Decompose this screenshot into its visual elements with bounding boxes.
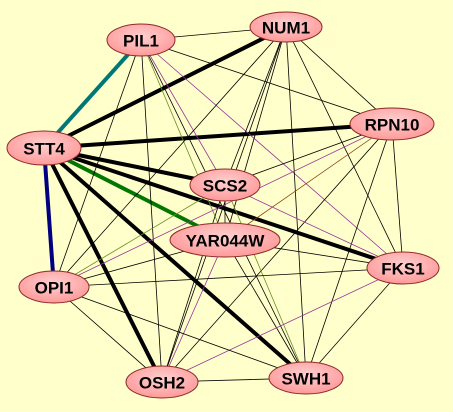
edge-rpn10-osh2	[161, 123, 393, 383]
node-label: STT4	[23, 140, 65, 159]
node-num1[interactable]: NUM1	[249, 11, 323, 43]
node-shape	[106, 23, 176, 57]
edge-num1-osh2	[161, 26, 287, 383]
edge-yar044w-swh1	[224, 239, 307, 379]
edge-rpn10-fks1	[391, 123, 404, 269]
edge-pil1-scs2	[140, 39, 226, 186]
edge-stt4-pil1	[42, 38, 143, 150]
node-label: RPN10	[365, 116, 420, 135]
node-label: PIL1	[123, 32, 159, 51]
edge-stt4-rpn10	[42, 122, 394, 150]
node-swh1[interactable]: SWH1	[268, 361, 344, 395]
node-shape	[249, 11, 323, 43]
edge-num1-swh1	[285, 26, 307, 379]
node-shape	[18, 270, 90, 304]
node-shape	[169, 222, 281, 258]
node-label: FKS1	[381, 260, 424, 279]
edge-stt4-swh1	[42, 146, 308, 380]
node-pil1[interactable]: PIL1	[106, 23, 176, 57]
edge-stt4-yar044w	[42, 146, 227, 242]
edge-rpn10-swh1	[305, 123, 393, 379]
edge-scs2-opi1	[53, 184, 226, 288]
edge-rpn10-opi1	[53, 123, 393, 288]
node-scs2[interactable]: SCS2	[189, 168, 261, 202]
node-label: SWH1	[281, 370, 330, 389]
edge-num1-opi1	[53, 26, 287, 288]
edge-scs2-fks1	[224, 184, 404, 269]
edge-pil1-fks1	[140, 39, 404, 269]
edge-stt4-opi1	[42, 146, 56, 289]
node-osh2[interactable]: OSH2	[125, 365, 199, 399]
node-stt4[interactable]: STT4	[6, 130, 82, 166]
edge-stt4-num1	[42, 25, 288, 150]
edge-scs2-osh2	[161, 184, 226, 383]
edge-fks1-opi1	[53, 267, 404, 288]
edge-opi1-osh2	[53, 286, 163, 383]
node-shape	[366, 251, 440, 285]
node-shape	[349, 107, 435, 141]
edge-fks1-osh2	[161, 267, 404, 383]
edge-num1-yar044w	[224, 26, 287, 241]
node-shape	[268, 361, 344, 395]
edge-num1-fks1	[285, 26, 404, 269]
edge-yar044w-osh2	[161, 239, 226, 383]
edge-pil1-swh1	[140, 39, 307, 379]
node-opi1[interactable]: OPI1	[18, 270, 90, 304]
edge-scs2-swh1	[224, 184, 307, 379]
node-rpn10[interactable]: RPN10	[349, 107, 435, 141]
node-fks1[interactable]: FKS1	[366, 251, 440, 285]
edge-stt4-fks1	[42, 146, 405, 270]
node-label: NUM1	[262, 19, 310, 38]
edge-rpn10-yar044w	[224, 123, 393, 241]
node-shape	[125, 365, 199, 399]
edge-num1-rpn10	[285, 26, 393, 125]
node-shape	[6, 130, 82, 166]
node-yar044w[interactable]: YAR044W	[169, 222, 281, 258]
edge-pil1-yar044w	[140, 39, 226, 241]
node-label: OSH2	[139, 374, 185, 393]
node-label: YAR044W	[186, 232, 266, 251]
edge-stt4-osh2	[42, 146, 164, 384]
node-shape	[189, 168, 261, 202]
node-label: OPI1	[35, 279, 74, 298]
edge-fks1-swh1	[305, 267, 404, 379]
edges-layer	[42, 25, 405, 384]
edge-opi1-swh1	[53, 286, 307, 379]
edge-num1-scs2	[224, 26, 287, 186]
edge-pil1-opi1	[53, 39, 142, 288]
node-label: SCS2	[203, 177, 247, 196]
